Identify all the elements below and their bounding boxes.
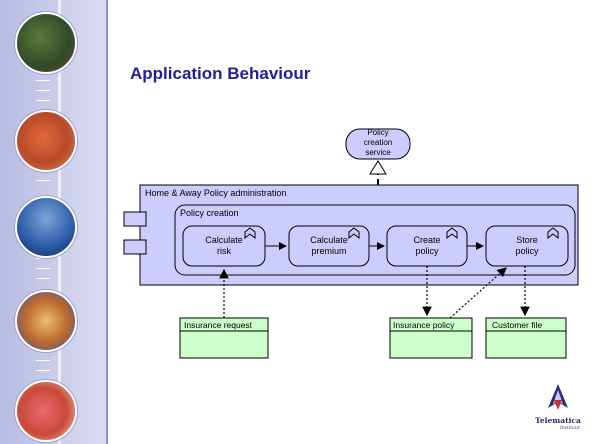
service-label: Policy creation service xyxy=(363,128,393,157)
band-tick xyxy=(36,90,50,91)
function-calculate-risk-label: Calculate risk xyxy=(205,235,243,256)
telematica-logo-icon xyxy=(548,384,568,410)
function-create-policy-label: Create policy xyxy=(413,235,441,256)
data-object-insurance-request-label: Insurance request xyxy=(184,320,253,330)
band-edge xyxy=(106,0,108,444)
band-tick xyxy=(36,278,50,279)
telematica-logo: Telematica Instituut xyxy=(532,380,584,436)
decor-medallion-icon xyxy=(15,380,77,442)
data-object-insurance-policy-shape xyxy=(389,317,473,359)
band-tick xyxy=(36,180,50,181)
service-shape xyxy=(345,128,411,160)
data-object-customer-file-label: Customer file xyxy=(492,320,543,330)
data-object-insurance-request-shape xyxy=(179,317,269,359)
realization-arrowhead xyxy=(369,160,387,175)
process-group-shape xyxy=(174,204,576,276)
decor-medallion-icon xyxy=(15,12,77,74)
band-tick xyxy=(36,80,50,81)
data-object-customer-file-shape xyxy=(485,317,567,359)
slide-title: Application Behaviour xyxy=(130,64,311,83)
process-group-label: Policy creation xyxy=(180,208,239,218)
access-arrow xyxy=(449,267,507,319)
component-tab-icon xyxy=(123,239,147,255)
band-tick xyxy=(36,268,50,269)
logo-name: Telematica xyxy=(535,416,581,425)
decor-medallion-icon xyxy=(15,290,77,352)
band-tick xyxy=(36,360,50,361)
logo-subtitle: Instituut xyxy=(560,426,580,431)
band-tick xyxy=(36,258,50,259)
decor-medallion-icon xyxy=(15,196,77,258)
function-chevron-icon xyxy=(348,227,360,240)
decorative-side-band xyxy=(0,0,108,444)
data-object-insurance-policy-label: Insurance policy xyxy=(393,320,455,330)
function-store-policy-label: Store policy xyxy=(515,235,539,256)
component-label: Home & Away Policy administration xyxy=(145,188,287,198)
band-tick xyxy=(36,370,50,371)
function-chevron-icon xyxy=(547,227,559,240)
function-chevron-icon xyxy=(446,227,458,240)
function-calculate-premium-label: Calculate premium xyxy=(310,235,348,256)
band-tick xyxy=(36,100,50,101)
decor-medallion-icon xyxy=(15,110,77,172)
function-chevron-icon xyxy=(244,227,256,240)
component-tab-icon xyxy=(123,211,147,227)
